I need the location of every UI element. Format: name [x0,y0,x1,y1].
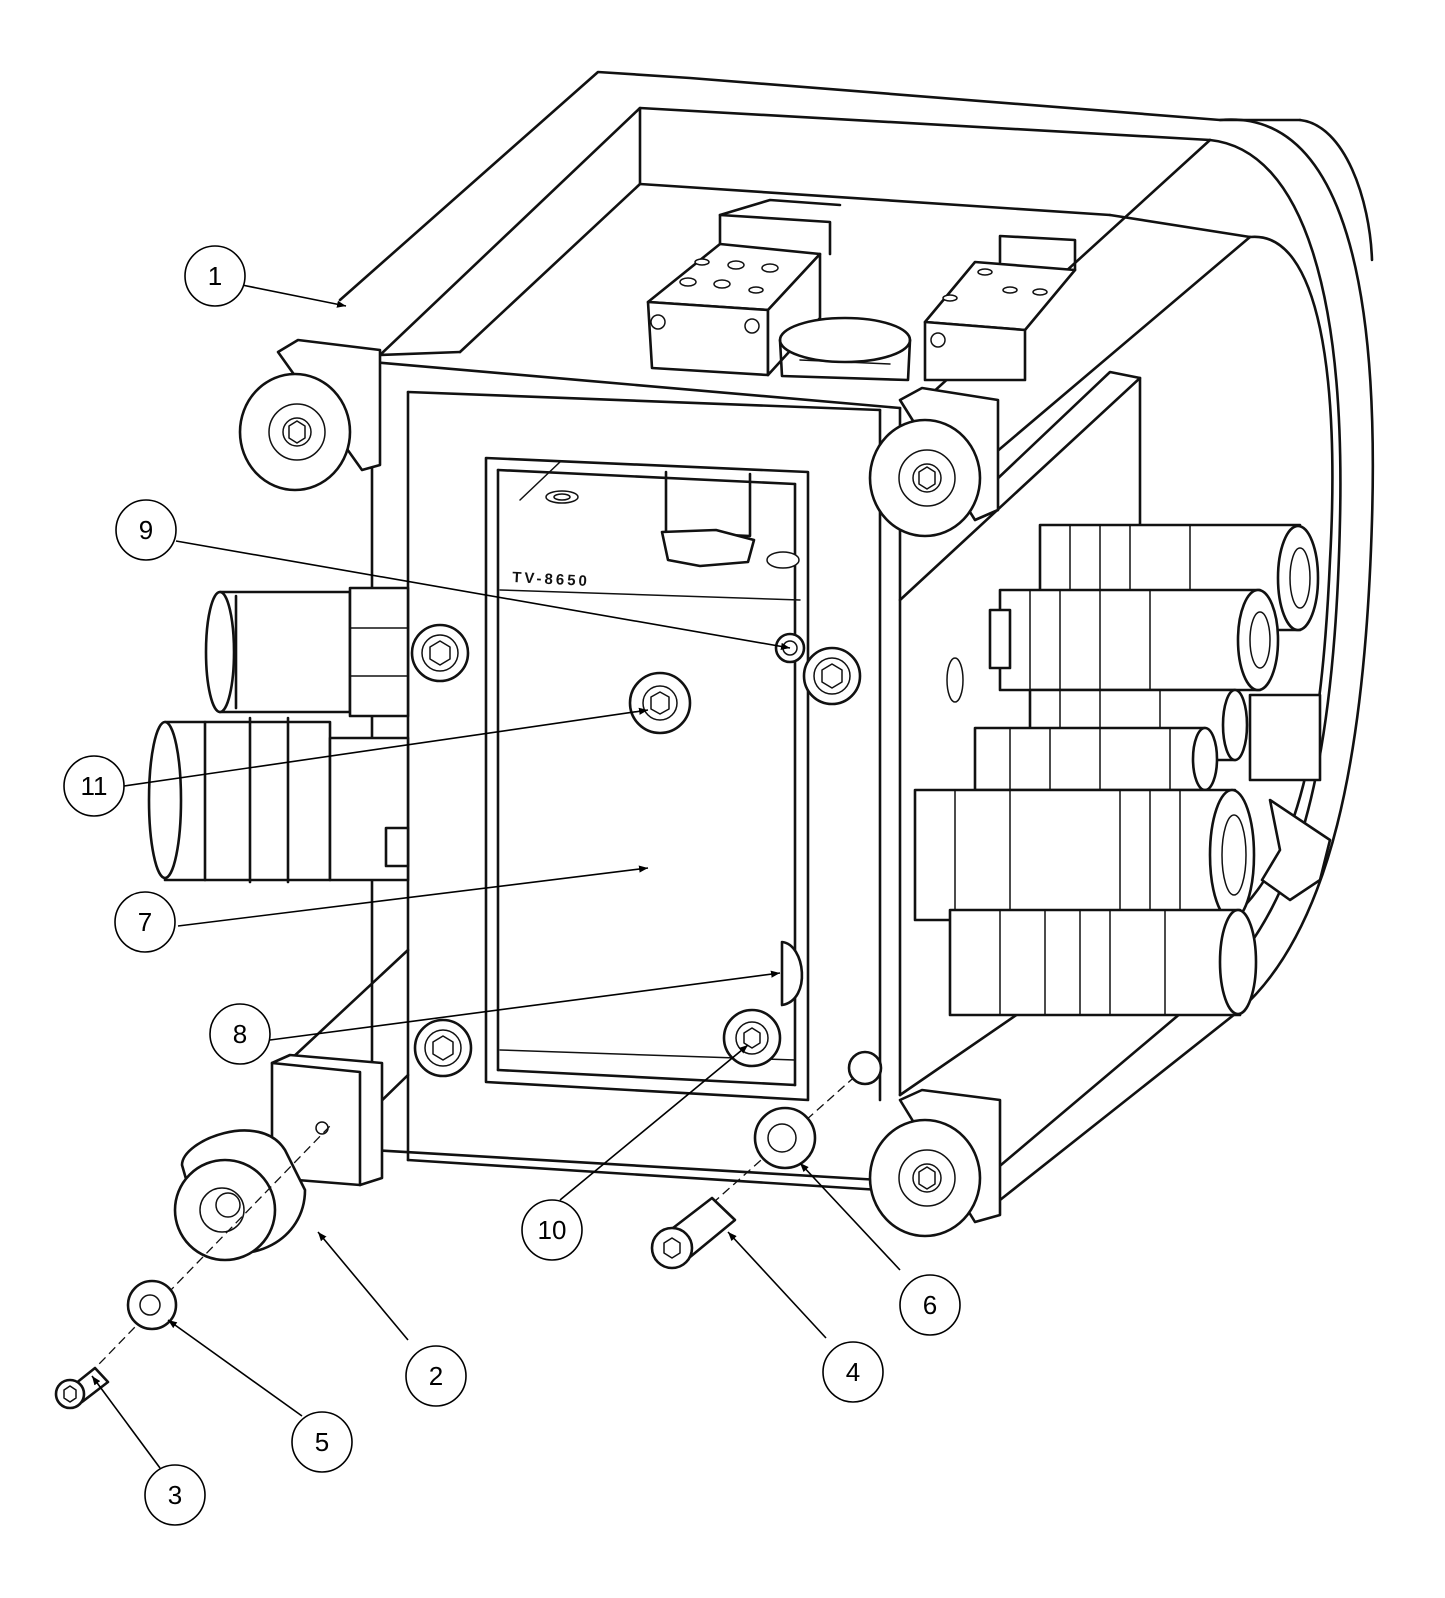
leader-2 [317,1231,409,1341]
right-couplings [913,523,1332,1017]
callout-6: 6 [899,1274,961,1336]
callout-8: 8 [209,1003,271,1065]
callout-1-label: 1 [208,261,222,291]
callout-6-label: 6 [923,1290,937,1320]
callout-4-label: 4 [846,1357,860,1387]
callout-bubbles: 1 2 3 4 5 6 7 8 9 10 11 [63,245,961,1526]
callout-11-label: 11 [81,771,108,801]
leader-5 [167,1319,303,1417]
callout-9-label: 9 [139,515,153,545]
leader-9 [175,540,791,651]
manifold-block: TV-8650 [484,456,810,1102]
callout-2: 2 [405,1345,467,1407]
callout-1: 1 [184,245,246,307]
top-valve-assembly [646,198,1077,382]
callout-7: 7 [114,891,176,953]
leader-1 [241,284,347,308]
leader-11 [123,707,649,787]
leader-7 [177,865,649,927]
callout-5-label: 5 [315,1427,329,1457]
callout-4: 4 [822,1341,884,1403]
leader-6 [799,1162,901,1271]
leader-10 [559,1044,749,1201]
callout-10-label: 10 [538,1215,567,1245]
exploded-hardware [54,1050,883,1410]
leader-4 [727,1231,827,1339]
front-screws [410,623,862,1078]
callout-11: 11 [63,755,125,817]
callout-3: 3 [144,1464,206,1526]
engraved-label: TV-8650 [512,569,591,590]
callout-leaders [91,284,901,1469]
callout-8-label: 8 [233,1019,247,1049]
corner-bumpers [173,338,1002,1262]
callout-7-label: 7 [138,907,152,937]
callout-2-label: 2 [429,1361,443,1391]
callout-10: 10 [521,1199,583,1261]
callout-3-label: 3 [168,1480,182,1510]
left-fittings [147,586,410,884]
leader-3 [91,1375,161,1469]
callout-5: 5 [291,1411,353,1473]
callout-9: 9 [115,499,177,561]
leader-8 [269,970,781,1041]
